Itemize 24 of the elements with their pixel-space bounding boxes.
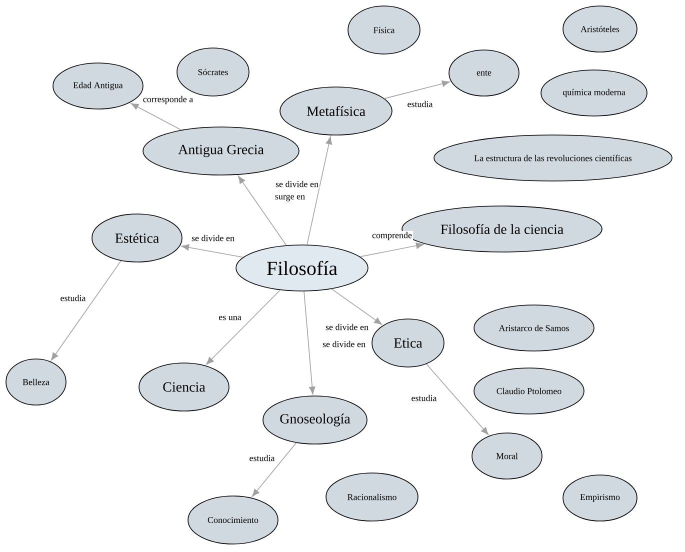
edge-label: estudia bbox=[59, 294, 87, 302]
arrow bbox=[206, 290, 280, 365]
edge-label: estudia bbox=[406, 100, 434, 108]
edge-label: se divide en bbox=[324, 322, 370, 332]
arrow bbox=[181, 244, 244, 258]
arrow bbox=[252, 442, 297, 497]
arrow bbox=[306, 136, 332, 246]
edge-label: surge en bbox=[274, 194, 306, 202]
edge-label: corresponde a bbox=[142, 94, 194, 106]
arrow bbox=[331, 288, 382, 325]
arrow bbox=[426, 364, 489, 435]
arrow bbox=[50, 260, 122, 360]
edge-label: se divide en bbox=[274, 180, 320, 188]
edge-label: comprende bbox=[371, 230, 413, 242]
arrow bbox=[360, 242, 424, 258]
arrow bbox=[238, 176, 287, 246]
edge-label: estudia bbox=[248, 454, 276, 462]
arrow bbox=[384, 80, 450, 99]
edge-label: se divide en bbox=[322, 340, 366, 348]
edge-label: es una bbox=[218, 314, 242, 322]
edge-label: se divide en bbox=[190, 234, 236, 242]
arrow bbox=[130, 103, 182, 130]
arrow bbox=[304, 291, 316, 394]
edge-label: estudia bbox=[410, 394, 438, 402]
